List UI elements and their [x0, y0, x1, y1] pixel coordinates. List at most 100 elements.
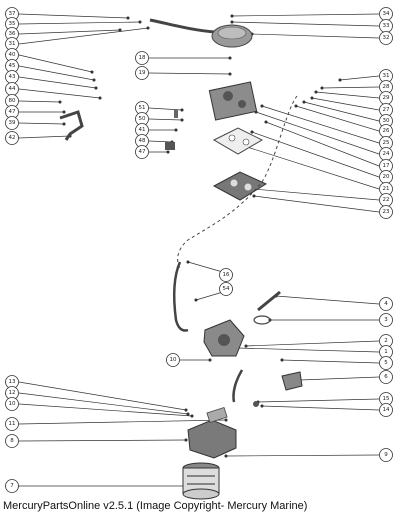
clamp: [253, 315, 271, 325]
leader-lines: [18, 13, 380, 488]
right-callout-number: 29: [383, 95, 390, 101]
right-leader: [275, 295, 380, 305]
left-leader-end: [98, 96, 102, 100]
parts-illustrations: [59, 18, 303, 500]
center-leader-end: [228, 56, 232, 60]
left-leader: [18, 439, 187, 442]
center-callout-ring: [219, 268, 233, 282]
right-callout: 28: [379, 80, 393, 94]
right-callout-ring: [379, 313, 393, 327]
right-leader-end: [224, 454, 228, 458]
right-callout-number: 22: [383, 197, 390, 203]
right-callout-number: 14: [383, 407, 390, 413]
right-leader-end: [260, 404, 264, 408]
rod: [257, 290, 281, 312]
right-callout: 3: [379, 313, 393, 327]
right-leader: [315, 91, 380, 99]
right-callout-number: 20: [383, 174, 390, 180]
right-callout-number: 24: [383, 151, 390, 157]
left-callout-number: 80: [9, 98, 16, 104]
right-leader-end: [314, 90, 318, 94]
left-leader-end: [62, 110, 66, 114]
right-leader-end: [230, 14, 234, 18]
center-leader: [148, 107, 183, 111]
left-callout-number: 35: [9, 21, 16, 27]
right-leader-end: [320, 86, 324, 90]
center-leader-end: [208, 358, 212, 362]
left-callout-number: 7: [10, 483, 14, 489]
right-callout-number: 15: [383, 396, 390, 402]
right-callout: 14: [379, 403, 393, 417]
center-callout-number: 48: [139, 138, 146, 144]
right-leader: [265, 121, 380, 167]
right-callout-number: 25: [383, 140, 390, 146]
center-callout-number: 50: [139, 116, 146, 122]
left-leader: [18, 403, 193, 417]
left-leader: [18, 392, 189, 415]
right-callout: 23: [379, 205, 393, 219]
fuel-line: [173, 261, 189, 332]
center-callout: 51: [135, 101, 149, 115]
center-callout-number: 41: [139, 127, 146, 133]
center-callout: 10: [166, 353, 180, 367]
center-leader: [148, 140, 173, 143]
left-leader: [18, 100, 61, 103]
right-callout: 20: [379, 170, 393, 184]
right-leader: [251, 33, 380, 39]
left-callout: 31: [5, 37, 19, 51]
right-callout-number: 23: [383, 209, 390, 215]
center-callout: 41: [135, 123, 149, 137]
center-callout: 16: [219, 268, 233, 282]
right-callout-number: 5: [384, 360, 388, 366]
left-callout: 12: [5, 386, 19, 400]
right-callout: 6: [379, 370, 393, 384]
right-leader: [261, 405, 380, 411]
lower-fuel-line: [232, 369, 244, 403]
left-callout-number: 43: [9, 74, 16, 80]
right-callout-ring: [379, 448, 393, 462]
right-leader: [295, 105, 380, 132]
left-leader-end: [58, 100, 62, 104]
center-leader-end: [174, 128, 178, 132]
filter-housing: [281, 371, 303, 391]
right-leader: [255, 111, 380, 155]
right-leader-end: [294, 104, 298, 108]
right-callout-ring: [379, 31, 393, 45]
left-callout-ring: [5, 479, 19, 493]
carburetor-body: [208, 81, 258, 121]
right-callout: 24: [379, 147, 393, 161]
left-callout-ring: [5, 131, 19, 145]
left-leader: [18, 135, 71, 139]
right-callout-ring: [379, 370, 393, 384]
center-callout-number: 19: [139, 70, 146, 76]
left-callout-number: 44: [9, 86, 16, 92]
center-leader-end: [228, 72, 232, 76]
left-leader-end: [224, 418, 228, 422]
center-callout-number: 54: [223, 286, 230, 292]
center-callout-number: 10: [170, 357, 177, 363]
center-callout-ring: [135, 145, 149, 159]
right-callout: 9: [379, 448, 393, 462]
right-leader: [311, 97, 380, 111]
right-leader-end: [244, 344, 248, 348]
right-leader: [243, 145, 380, 190]
right-callout: 4: [379, 297, 393, 311]
right-leader-end: [252, 194, 256, 198]
right-callout-number: 21: [383, 186, 390, 192]
callout-labels: 3735363140454344804739421312101187343332…: [5, 7, 393, 493]
left-callout-number: 12: [9, 390, 16, 396]
left-callout-ring: [5, 434, 19, 448]
right-callout-number: 9: [384, 452, 388, 458]
center-leader: [148, 72, 231, 75]
center-leader-end: [166, 150, 170, 154]
left-callout-number: 10: [9, 401, 16, 407]
left-leader: [18, 65, 95, 81]
right-callout-number: 26: [383, 128, 390, 134]
left-callout-ring: [5, 417, 19, 431]
left-leader-end: [184, 408, 188, 412]
left-callout-number: 39: [9, 120, 16, 126]
left-leader-end: [90, 70, 94, 74]
right-leader-end: [260, 104, 264, 108]
right-callout-number: 30: [383, 118, 390, 124]
